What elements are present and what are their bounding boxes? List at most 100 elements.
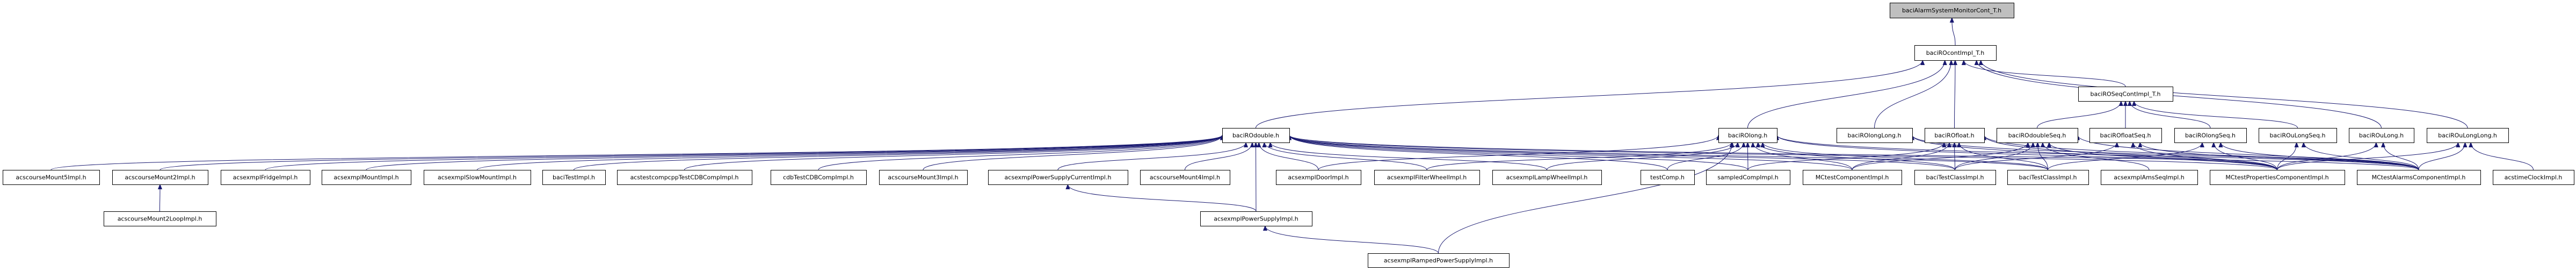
node-m4[interactable]: acscourseMount4Impl.h [1140,170,1230,185]
edge-mcprops-to-rolong [1777,135,2277,170]
node-label: baciROlongLong.h [1848,132,1902,139]
node-cdbtest[interactable]: cdbTestCDBCompImpl.h [771,170,867,185]
edge-psc-to-rodouble [1057,142,1246,170]
node-testcomp[interactable]: testComp.h [1641,170,1695,185]
edge-mcalarms-to-rofloat [1984,135,2419,170]
node-label: baciTestClassImpl.h [2019,174,2077,181]
node-m2loop[interactable]: acscourseMount2LoopImpl.h [104,211,216,226]
node-rofloat[interactable]: baciROfloat.h [1925,128,1985,143]
node-roulonglong[interactable]: baciROuLongLong.h [2427,128,2509,143]
node-rocont[interactable]: baciROcontImpl_T.h [1914,45,1997,61]
node-label: acstimeClockImpl.h [2505,174,2563,181]
node-psc[interactable]: acsexmplPowerSupplyCurrentImpl.h [988,170,1128,185]
node-mcprops[interactable]: MCtestPropertiesComponentImpl.h [2210,170,2345,185]
edge-mcprops-to-roulonglong [2277,142,2458,170]
node-label: acstestcompcppTestCDBCompImpl.h [630,174,739,181]
edge-lamp-to-rolong [1547,142,1738,170]
node-label: acsexmplRampedPowerSupplyImpl.h [1384,257,1493,264]
node-rolonglong[interactable]: baciROlongLong.h [1837,128,1913,143]
node-rodoubleseq[interactable]: baciROdoubleSeq.h [1997,128,2078,143]
edge-slowmount-to-rodouble [477,135,1223,170]
node-root[interactable]: baciAlarmSystemMonitorCont_T.h [1890,3,2014,18]
node-label: cdbTestCDBCompImpl.h [783,174,854,181]
node-ams[interactable]: acsexmplAmsSeqImpl.h [2101,170,2198,185]
node-rolongseq[interactable]: baciROlongSeq.h [2174,128,2247,143]
node-label: baciROuLong.h [2359,132,2404,139]
node-tc1[interactable]: baciTestClassImpl.h [1914,170,1996,185]
node-box [617,170,752,185]
node-box [112,170,208,185]
edge-tc2-to-rodoubleseq [2038,142,2048,170]
node-label: acscourseMount5Impl.h [16,174,86,181]
edge-roulong-to-rocont [1977,60,2382,129]
node-box [2493,170,2574,185]
node-box [1276,170,1361,185]
node-m2[interactable]: acscourseMount2Impl.h [112,170,208,185]
node-label: baciROuLongLong.h [2438,132,2497,139]
node-acstestcdb[interactable]: acstestcompcppTestCDBCompImpl.h [617,170,752,185]
edge-rodoubleseq-to-roseq [2037,101,2121,129]
node-clock[interactable]: acstimeClockImpl.h [2493,170,2574,185]
node-roseq[interactable]: baciROSeqContImpl_T.h [2078,87,2173,102]
node-mctest[interactable]: MCtestComponentImpl.h [1803,170,1902,185]
node-box [2349,128,2414,143]
node-label: acsexmplAmsSeqImpl.h [2114,174,2185,181]
edge-rodouble-to-rocont [1256,60,1923,129]
node-ramped[interactable]: acsexmplRampedPowerSupplyImpl.h [1368,253,1510,268]
edge-door-to-rodouble [1259,142,1319,170]
edge-mcprops-to-rolongseq [2214,142,2277,170]
edge-mcprops-to-roulongseq [2277,142,2297,170]
node-box [2259,128,2337,143]
edge-mctest-to-rolong [1753,142,1853,170]
edge-mcalarms-to-rodouble [1289,135,2419,170]
node-ps[interactable]: acsexmplPowerSupplyImpl.h [1200,211,1312,226]
node-box [2427,128,2509,143]
edge-mctest-to-rodoubleseq [1852,142,2028,170]
edge-tc2-to-rodouble [1289,135,2048,170]
node-roulong[interactable]: baciROuLong.h [2349,128,2414,143]
node-box [1803,170,1902,185]
edge-m3-to-rodouble [923,135,1222,170]
node-roulongseq[interactable]: baciROuLongSeq.h [2259,128,2337,143]
node-m5[interactable]: acscourseMount5Impl.h [3,170,100,185]
edge-tc2-to-rolong [1762,142,2048,170]
edge-acstestcdb-to-rodouble [684,135,1223,170]
edge-mctest-to-rofloat [1852,142,1949,170]
edge-clock-to-roulonglong [2471,142,2534,170]
edge-sampled-to-rodouble [1289,135,1748,170]
node-mcalarms[interactable]: MCtestAlarmsComponentImpl.h [2357,170,2481,185]
node-rodouble[interactable]: baciROdouble.h [1222,128,1290,143]
node-sampled[interactable]: sampledCompImpl.h [1706,170,1790,185]
node-box [1706,170,1790,185]
node-box [322,170,411,185]
node-label: baciROdoubleSeq.h [2008,132,2066,139]
node-label: acsexmplDoorImpl.h [1288,174,1348,181]
edge-rolongseq-to-roseq [2130,101,2211,129]
node-label: testComp.h [1650,174,1685,181]
node-label: MCtestAlarmsComponentImpl.h [2372,174,2466,181]
edge-lamp-to-rodouble [1271,142,1547,170]
node-label: acscourseMount2Impl.h [125,174,195,181]
node-m3[interactable]: acscourseMount3Impl.h [879,170,968,185]
node-filter[interactable]: acsexmplFilterWheelImpl.h [1374,170,1480,185]
node-fridge[interactable]: acsexmplFridgeImpl.h [221,170,310,185]
node-rofloatseq[interactable]: baciROfloatSeq.h [2089,128,2162,143]
node-lamp[interactable]: acsexmplLampWheelImpl.h [1492,170,1602,185]
node-box [1140,170,1230,185]
node-bacitest[interactable]: baciTestImpl.h [542,170,606,185]
node-mount[interactable]: acsexmplMountImpl.h [322,170,411,185]
node-label: baciROSeqContImpl_T.h [2091,91,2161,98]
node-tc2[interactable]: baciTestClassImpl.h [2007,170,2089,185]
node-box [1200,211,1312,226]
edge-tc1-to-rodoubleseq [1955,142,2033,170]
node-slowmount[interactable]: acsexmplSlowMountImpl.h [424,170,531,185]
node-label: baciAlarmSystemMonitorCont_T.h [1902,7,2001,14]
node-box [424,170,531,185]
edge-tc1-to-rofloatseq [1955,142,2117,170]
node-door[interactable]: acsexmplDoorImpl.h [1276,170,1361,185]
edge-rocont-to-root [1952,18,1956,46]
edge-tc1-to-rolong [1758,142,1955,170]
node-rolong[interactable]: baciROlong.h [1718,128,1777,143]
node-label: acsexmplMountImpl.h [333,174,398,181]
